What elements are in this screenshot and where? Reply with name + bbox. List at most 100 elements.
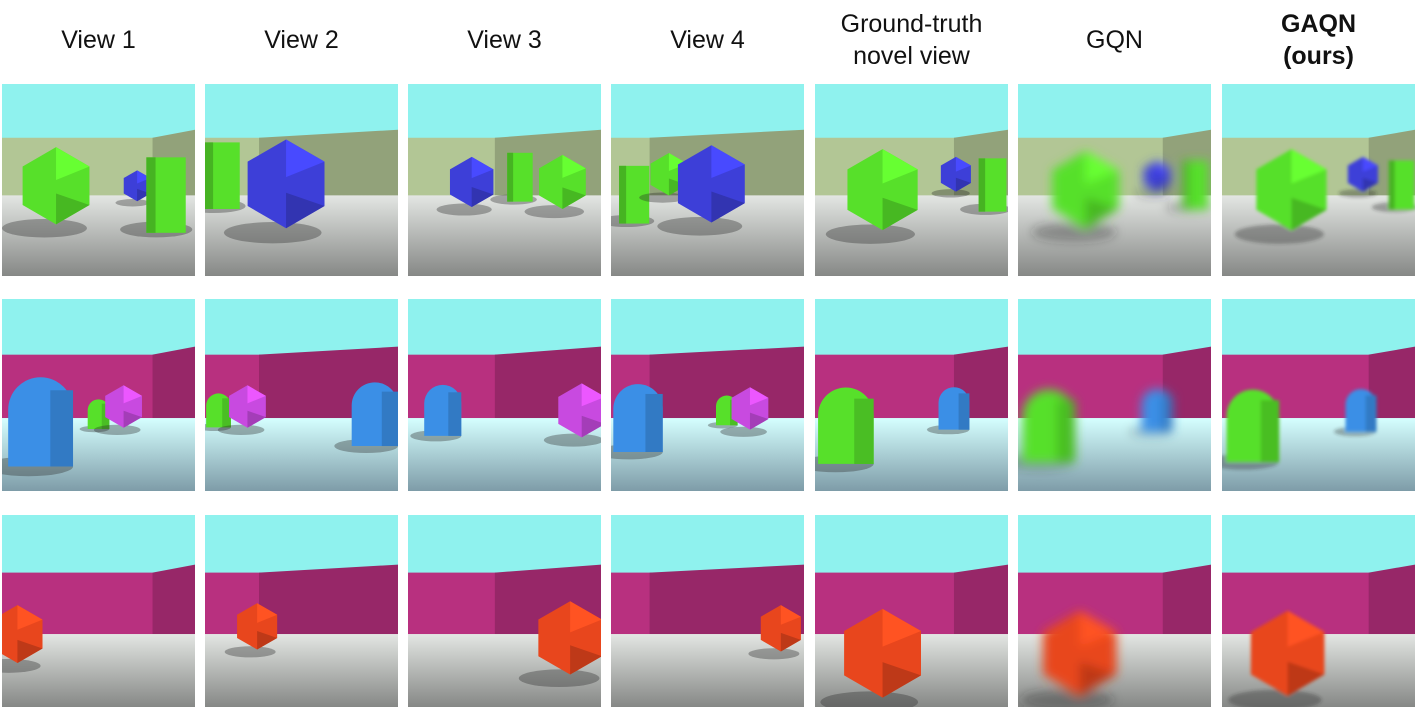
object-shadow	[748, 648, 800, 660]
scene-3-view-1-image	[2, 515, 195, 707]
floor	[205, 634, 398, 707]
facet	[668, 153, 688, 172]
facet	[257, 603, 278, 623]
scene-2-gqn-image	[1018, 299, 1211, 491]
side-wall	[1162, 564, 1211, 645]
facet	[123, 410, 142, 428]
object-shadow	[518, 669, 600, 688]
scene-1-view-4-image	[611, 84, 804, 276]
scene-2-ground-truth-image	[815, 299, 1008, 491]
facet	[137, 170, 151, 184]
scene-1-gqn-image	[1018, 84, 1211, 276]
scene-2-view-4-image	[611, 299, 804, 491]
object-shadow	[1234, 224, 1324, 244]
object-shadow	[720, 426, 767, 437]
capsule-shade	[854, 398, 874, 464]
facet	[137, 188, 151, 202]
objects	[518, 601, 601, 688]
header-line: View 4	[670, 26, 745, 54]
box-side	[146, 157, 156, 233]
objects	[205, 139, 325, 244]
facet	[17, 605, 43, 630]
facet	[1079, 661, 1117, 696]
side-wall	[259, 564, 398, 645]
header-line: GQN	[1086, 26, 1143, 54]
capsule-shade	[645, 393, 663, 453]
box-side	[1182, 160, 1189, 210]
facet	[882, 197, 918, 231]
objects	[205, 382, 398, 453]
objects	[611, 384, 769, 460]
objects	[2, 377, 142, 477]
box-side	[978, 158, 986, 212]
facet	[1079, 610, 1117, 647]
object-shadow	[1228, 689, 1322, 707]
facet	[247, 385, 266, 404]
box-side	[1388, 160, 1395, 210]
facet	[882, 608, 921, 647]
facet	[882, 149, 918, 184]
facet	[711, 191, 745, 223]
capsule-shade	[448, 392, 462, 436]
facet	[123, 385, 142, 404]
scene-2-view-3-image	[408, 299, 601, 491]
header-gqn: GQN	[1013, 0, 1216, 80]
scene-1-gaqn-image	[1222, 84, 1415, 276]
facet	[17, 639, 43, 663]
header-view-1: View 1	[0, 0, 200, 80]
facet	[1085, 151, 1119, 184]
object-shadow	[115, 199, 150, 207]
facet	[1362, 177, 1378, 192]
scene-2-gaqn-image	[1222, 299, 1415, 491]
facet	[1156, 179, 1171, 192]
scene-1-view-1-image	[2, 84, 195, 276]
scene-2-view-2-image	[205, 299, 398, 491]
objects	[820, 608, 921, 707]
objects	[410, 383, 601, 447]
scene-3-view-3-image	[408, 515, 601, 707]
header-line: View 3	[467, 26, 542, 54]
object-shadow	[543, 433, 601, 447]
object-shadow	[223, 222, 322, 244]
side-wall	[1368, 346, 1415, 429]
facet	[749, 412, 769, 430]
objects	[2, 605, 43, 673]
facet	[1362, 156, 1378, 172]
capsule-shade	[1365, 395, 1377, 432]
scene-3-gaqn-image	[1222, 515, 1415, 707]
facet	[247, 410, 266, 428]
object-shadow	[217, 424, 265, 435]
header-line: View 1	[61, 26, 136, 54]
side-wall	[1368, 564, 1415, 645]
objects	[1020, 610, 1117, 707]
side-wall	[152, 564, 195, 645]
scene-1-ground-truth-image	[815, 84, 1008, 276]
facet	[1291, 197, 1327, 231]
object-shadow	[524, 205, 585, 219]
object-shadow	[224, 646, 276, 658]
objects	[1234, 149, 1415, 244]
header-view-2: View 2	[200, 0, 403, 80]
object-shadow	[1135, 189, 1170, 197]
facet	[570, 601, 601, 633]
object-shadow	[2, 658, 41, 673]
objects	[2, 147, 193, 238]
facet	[882, 662, 921, 698]
scene-3-ground-truth-image	[815, 515, 1008, 707]
facet	[1085, 197, 1119, 229]
facet	[581, 383, 601, 407]
facet	[1291, 149, 1327, 184]
object-shadow	[825, 224, 915, 244]
objects	[815, 387, 970, 473]
facet	[286, 139, 325, 178]
header-line: Ground-truth	[840, 10, 983, 38]
objects	[825, 149, 1008, 244]
side-wall	[1162, 346, 1211, 429]
objects	[1222, 389, 1377, 470]
object-shadow	[93, 424, 141, 435]
facet	[562, 154, 586, 178]
object-shadow	[657, 217, 743, 236]
facet	[711, 145, 745, 179]
facet	[955, 156, 971, 172]
